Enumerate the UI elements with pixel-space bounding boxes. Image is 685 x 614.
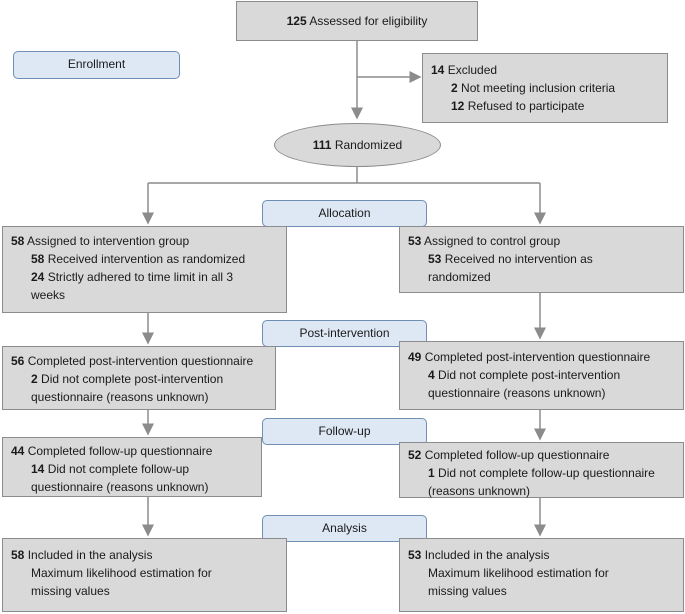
label: Did not complete post-intervention quest…	[31, 372, 224, 404]
control-followup-box: 52 Completed follow-up questionnaire 1 D…	[399, 442, 684, 498]
count: 56	[11, 354, 25, 368]
excluded-item-label: Refused to participate	[467, 99, 585, 113]
intervention-post-box: 56 Completed post-intervention questionn…	[2, 346, 276, 410]
excluded-item-label: Not meeting inclusion criteria	[461, 81, 616, 95]
note: Maximum likelihood estimation for missin…	[31, 566, 212, 598]
label: Completed post-intervention questionnair…	[27, 354, 254, 368]
excluded-item-count: 12	[451, 99, 465, 113]
count: 49	[408, 350, 422, 364]
intervention-followup-box: 44 Completed follow-up questionnaire 14 …	[2, 437, 262, 497]
stage-post-intervention-label: Post-intervention	[299, 326, 390, 340]
label: Received intervention as randomized	[47, 252, 246, 266]
intervention-allocation-box: 58 Assigned to intervention group 58 Rec…	[2, 226, 287, 313]
label: Did not complete post-intervention quest…	[428, 368, 621, 400]
label: Received no intervention as randomized	[428, 252, 593, 284]
count: 2	[31, 372, 38, 386]
count: 58	[11, 234, 25, 248]
count: 58	[31, 252, 45, 266]
stage-enrollment-label: Enrollment	[67, 57, 126, 71]
assessed-label: Assessed for eligibility	[309, 14, 428, 28]
excluded-count: 14	[431, 63, 445, 77]
count: 44	[11, 444, 25, 458]
label: Completed follow-up questionnaire	[424, 448, 610, 462]
stage-allocation: Allocation	[262, 200, 427, 227]
count: 53	[428, 252, 442, 266]
count: 53	[408, 548, 422, 562]
label: Did not complete follow-up questionnaire…	[428, 466, 655, 498]
excluded-label: Excluded	[447, 63, 498, 77]
assessed-count: 125	[286, 14, 307, 28]
control-allocation-box: 53 Assigned to control group 53 Received…	[399, 226, 684, 293]
count: 24	[31, 270, 45, 284]
count: 58	[11, 548, 25, 562]
excluded-box: 14 Excluded 2 Not meeting inclusion crit…	[422, 53, 668, 123]
stage-enrollment: Enrollment	[13, 51, 180, 79]
count: 53	[408, 234, 422, 248]
label: Completed follow-up questionnaire	[27, 444, 213, 458]
stage-analysis-label: Analysis	[322, 521, 367, 535]
count: 1	[428, 466, 435, 480]
label: Included in the analysis	[27, 548, 153, 562]
control-analysis-box: 53 Included in the analysis Maximum like…	[399, 538, 684, 612]
stage-allocation-label: Allocation	[318, 206, 371, 220]
count: 4	[428, 368, 435, 382]
count: 14	[31, 462, 45, 476]
label: Assigned to intervention group	[27, 234, 190, 248]
label: Strictly adhered to time limit in all 3 …	[31, 270, 234, 302]
note: Maximum likelihood estimation for missin…	[428, 566, 609, 598]
label: Included in the analysis	[424, 548, 550, 562]
count: 52	[408, 448, 422, 462]
randomized-count: 111	[312, 138, 332, 152]
intervention-analysis-box: 58 Included in the analysis Maximum like…	[2, 538, 287, 612]
randomized-label: Randomized	[334, 138, 403, 152]
excluded-item-count: 2	[451, 81, 458, 95]
randomized-ellipse: 111 Randomized	[274, 123, 441, 167]
assessed-box: 125 Assessed for eligibility	[236, 1, 478, 41]
control-post-box: 49 Completed post-intervention questionn…	[399, 341, 684, 410]
stage-follow-up-label: Follow-up	[318, 424, 371, 438]
stage-analysis: Analysis	[262, 515, 427, 542]
label: Did not complete follow-up questionnaire…	[31, 462, 209, 494]
stage-follow-up: Follow-up	[262, 418, 427, 445]
label: Assigned to control group	[424, 234, 561, 248]
label: Completed post-intervention questionnair…	[424, 350, 651, 364]
